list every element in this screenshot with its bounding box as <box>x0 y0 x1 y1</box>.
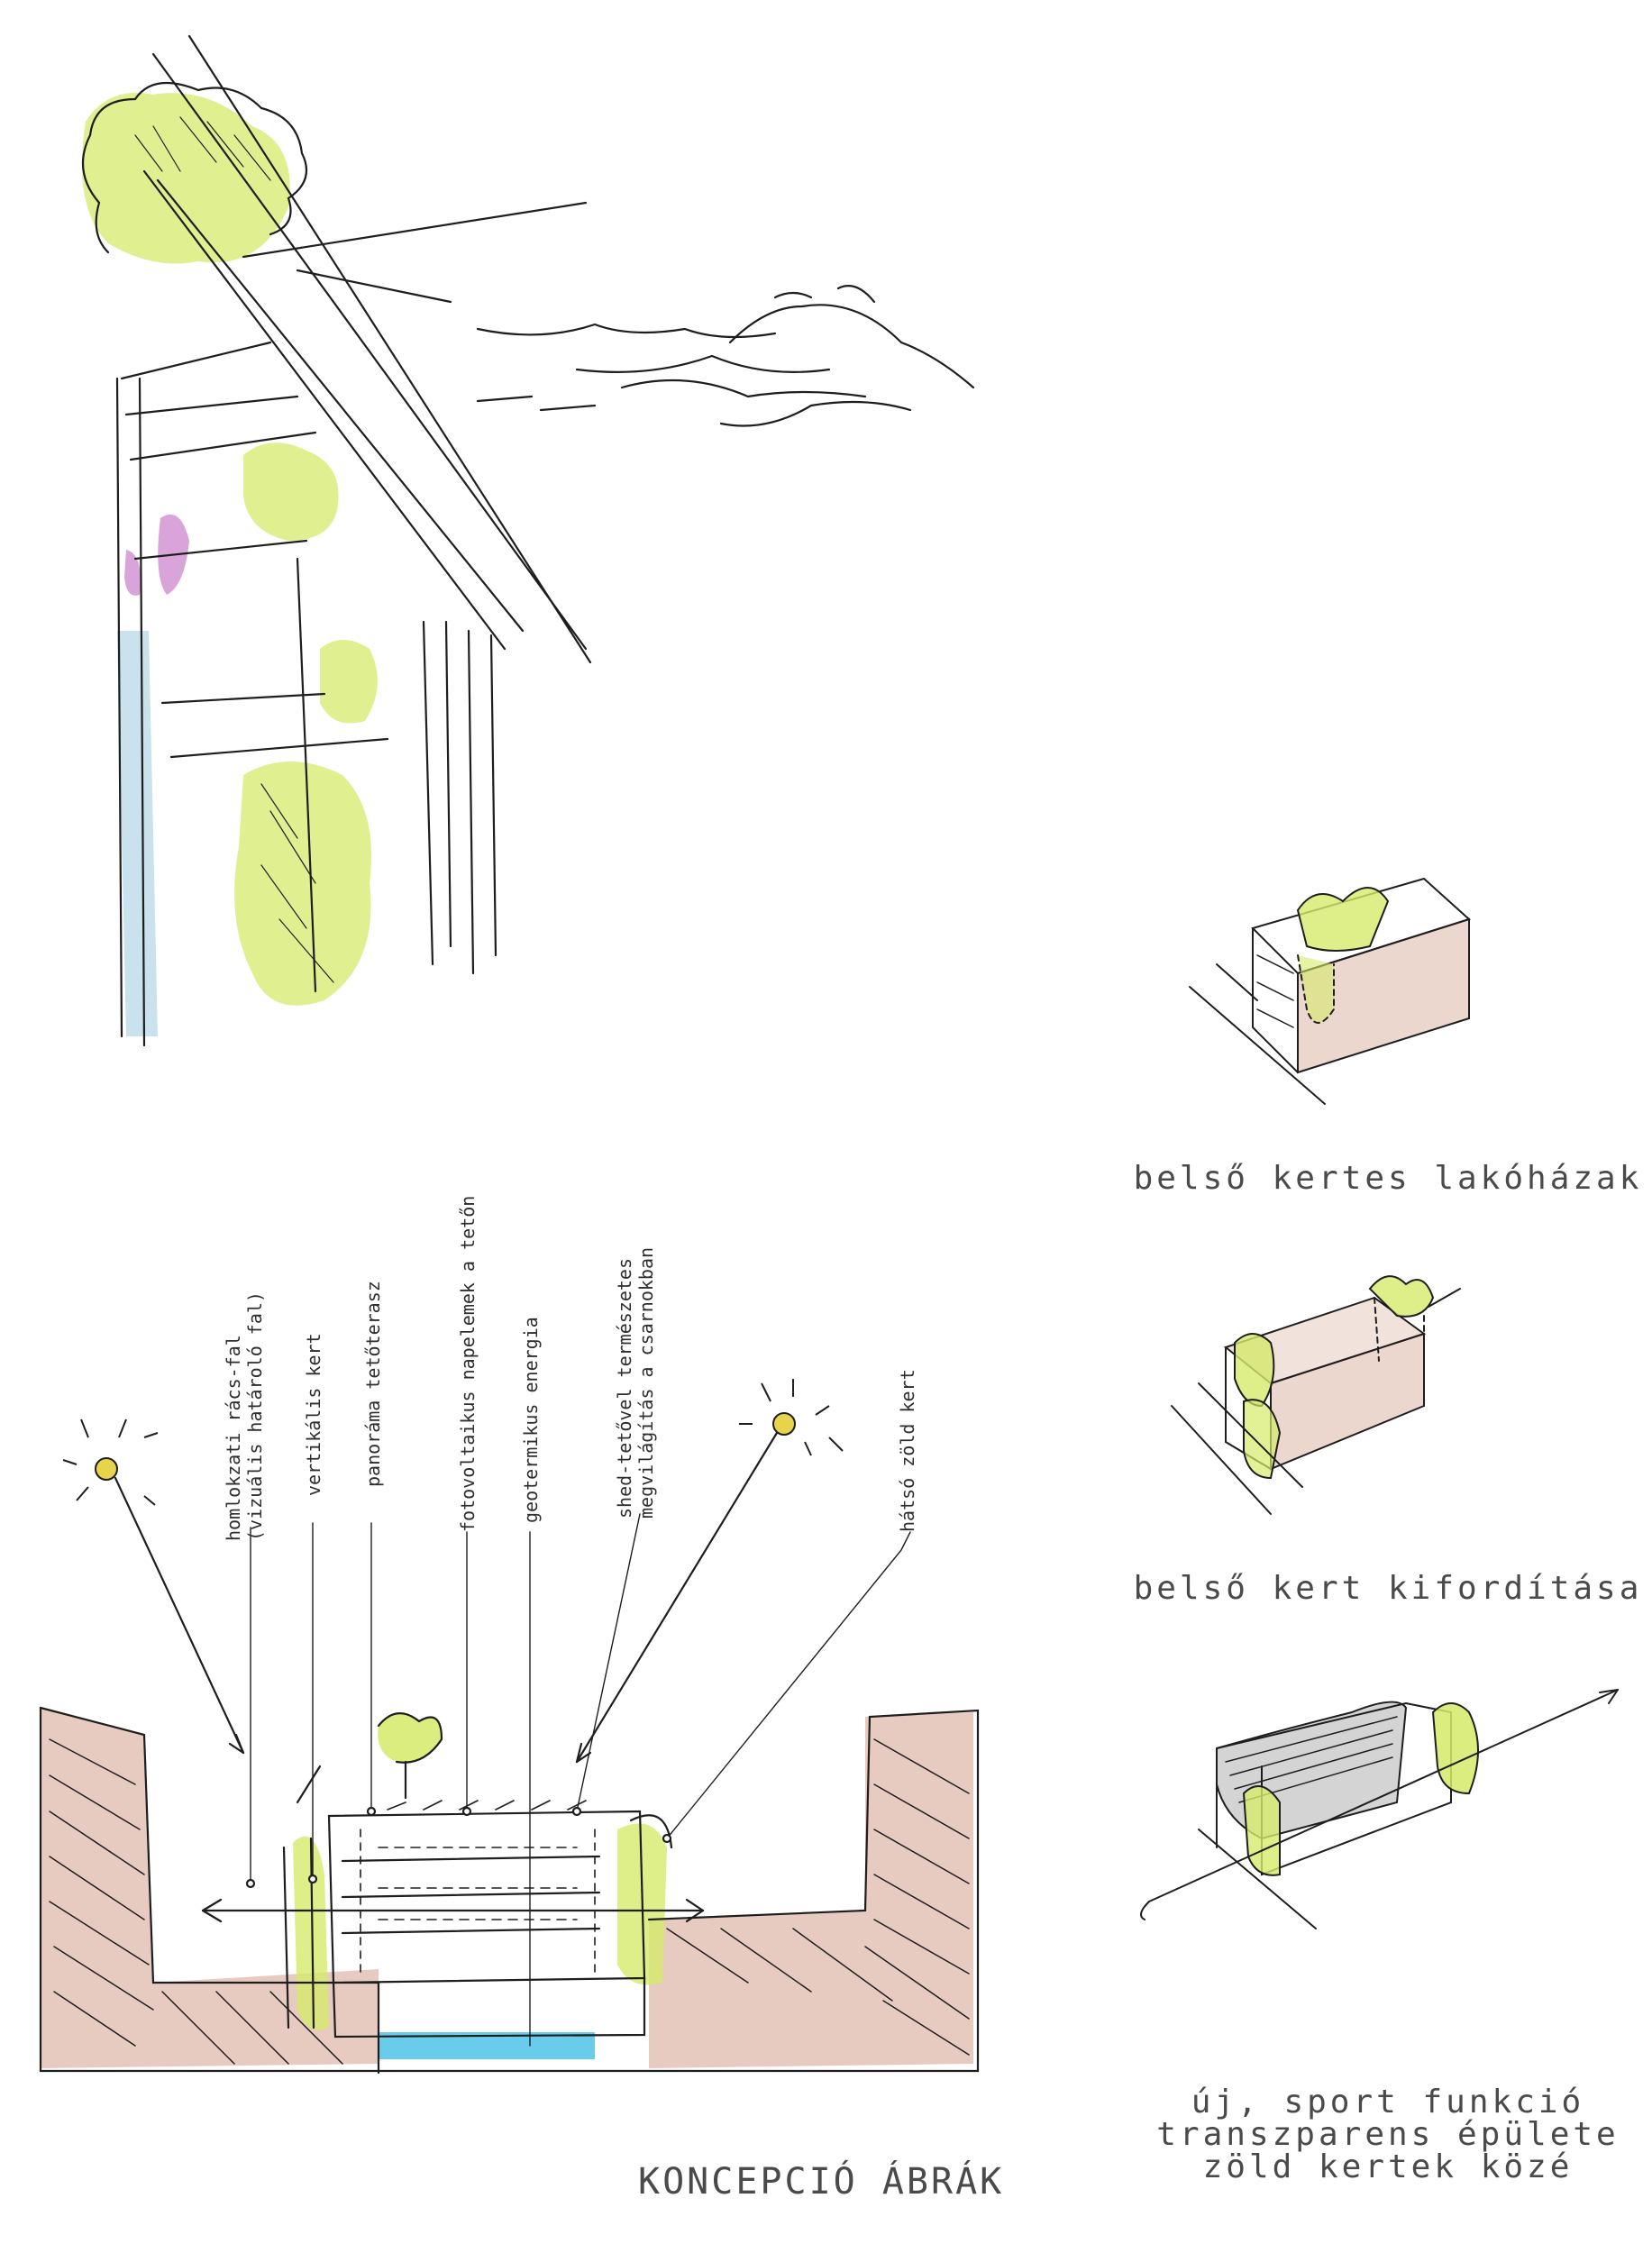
label-panorama: panoráma tetőterasz <box>362 1281 384 1487</box>
label-geo: geotermikus energia <box>520 1317 542 1523</box>
water-fill <box>379 2032 595 2059</box>
label-facade: homlokzati rács-fal <box>223 1335 244 1541</box>
caption-inner-garden-turned-out: belső kert kifordítása <box>1133 1570 1643 1607</box>
section-diagram <box>39 1427 980 2075</box>
label-vertical-garden: vertikális kert <box>303 1333 324 1496</box>
left-brick <box>41 1708 379 2068</box>
axonometric-sketch-3 <box>1140 1689 1619 1929</box>
facade-violet-fill <box>124 514 189 596</box>
tree-mid-fill <box>243 442 339 541</box>
axonometric-sketch-2 <box>1171 1275 1461 1515</box>
caption-sport-line-2: transzparens épülete <box>1156 2116 1620 2153</box>
caption-sport-line-1: új, sport funkció <box>1191 2084 1585 2121</box>
tree-small-fill <box>320 640 378 724</box>
label-facade-sub: (vizuális határoló fal) <box>244 1291 266 1541</box>
caption-sport-function: új, sport funkció transzparens épülete z… <box>1127 2086 1649 2184</box>
label-back-garden: hátsó zöld kert <box>897 1369 918 1532</box>
vertical-garden-fill <box>293 1836 329 2030</box>
roof-tree-fill <box>378 1713 442 1763</box>
sun-left-icon <box>62 1418 159 1506</box>
perspective-sketch <box>81 34 975 1047</box>
label-pv: fotovoltaikus napelemek a tetőn <box>457 1195 479 1532</box>
label-shed-2: megvilágítás a csarnokban <box>635 1246 657 1519</box>
caption-sport-line-3: zöld kertek közé <box>1202 2148 1574 2185</box>
sun-right-icon <box>739 1379 844 1456</box>
tree-low-fill <box>234 762 371 1006</box>
axonometric-sketch-1 <box>1189 877 1471 1105</box>
tree-top-fill <box>81 93 290 264</box>
right-brick <box>649 1712 973 2068</box>
label-shed-1: shed-tetővel természetes <box>614 1258 635 1519</box>
sheet-title: KONCEPCIÓ ÁBRÁK <box>638 2161 1005 2203</box>
facade-blue-fill <box>117 631 158 1036</box>
caption-inner-garden-houses: belső kertes lakóházak <box>1133 1160 1643 1197</box>
